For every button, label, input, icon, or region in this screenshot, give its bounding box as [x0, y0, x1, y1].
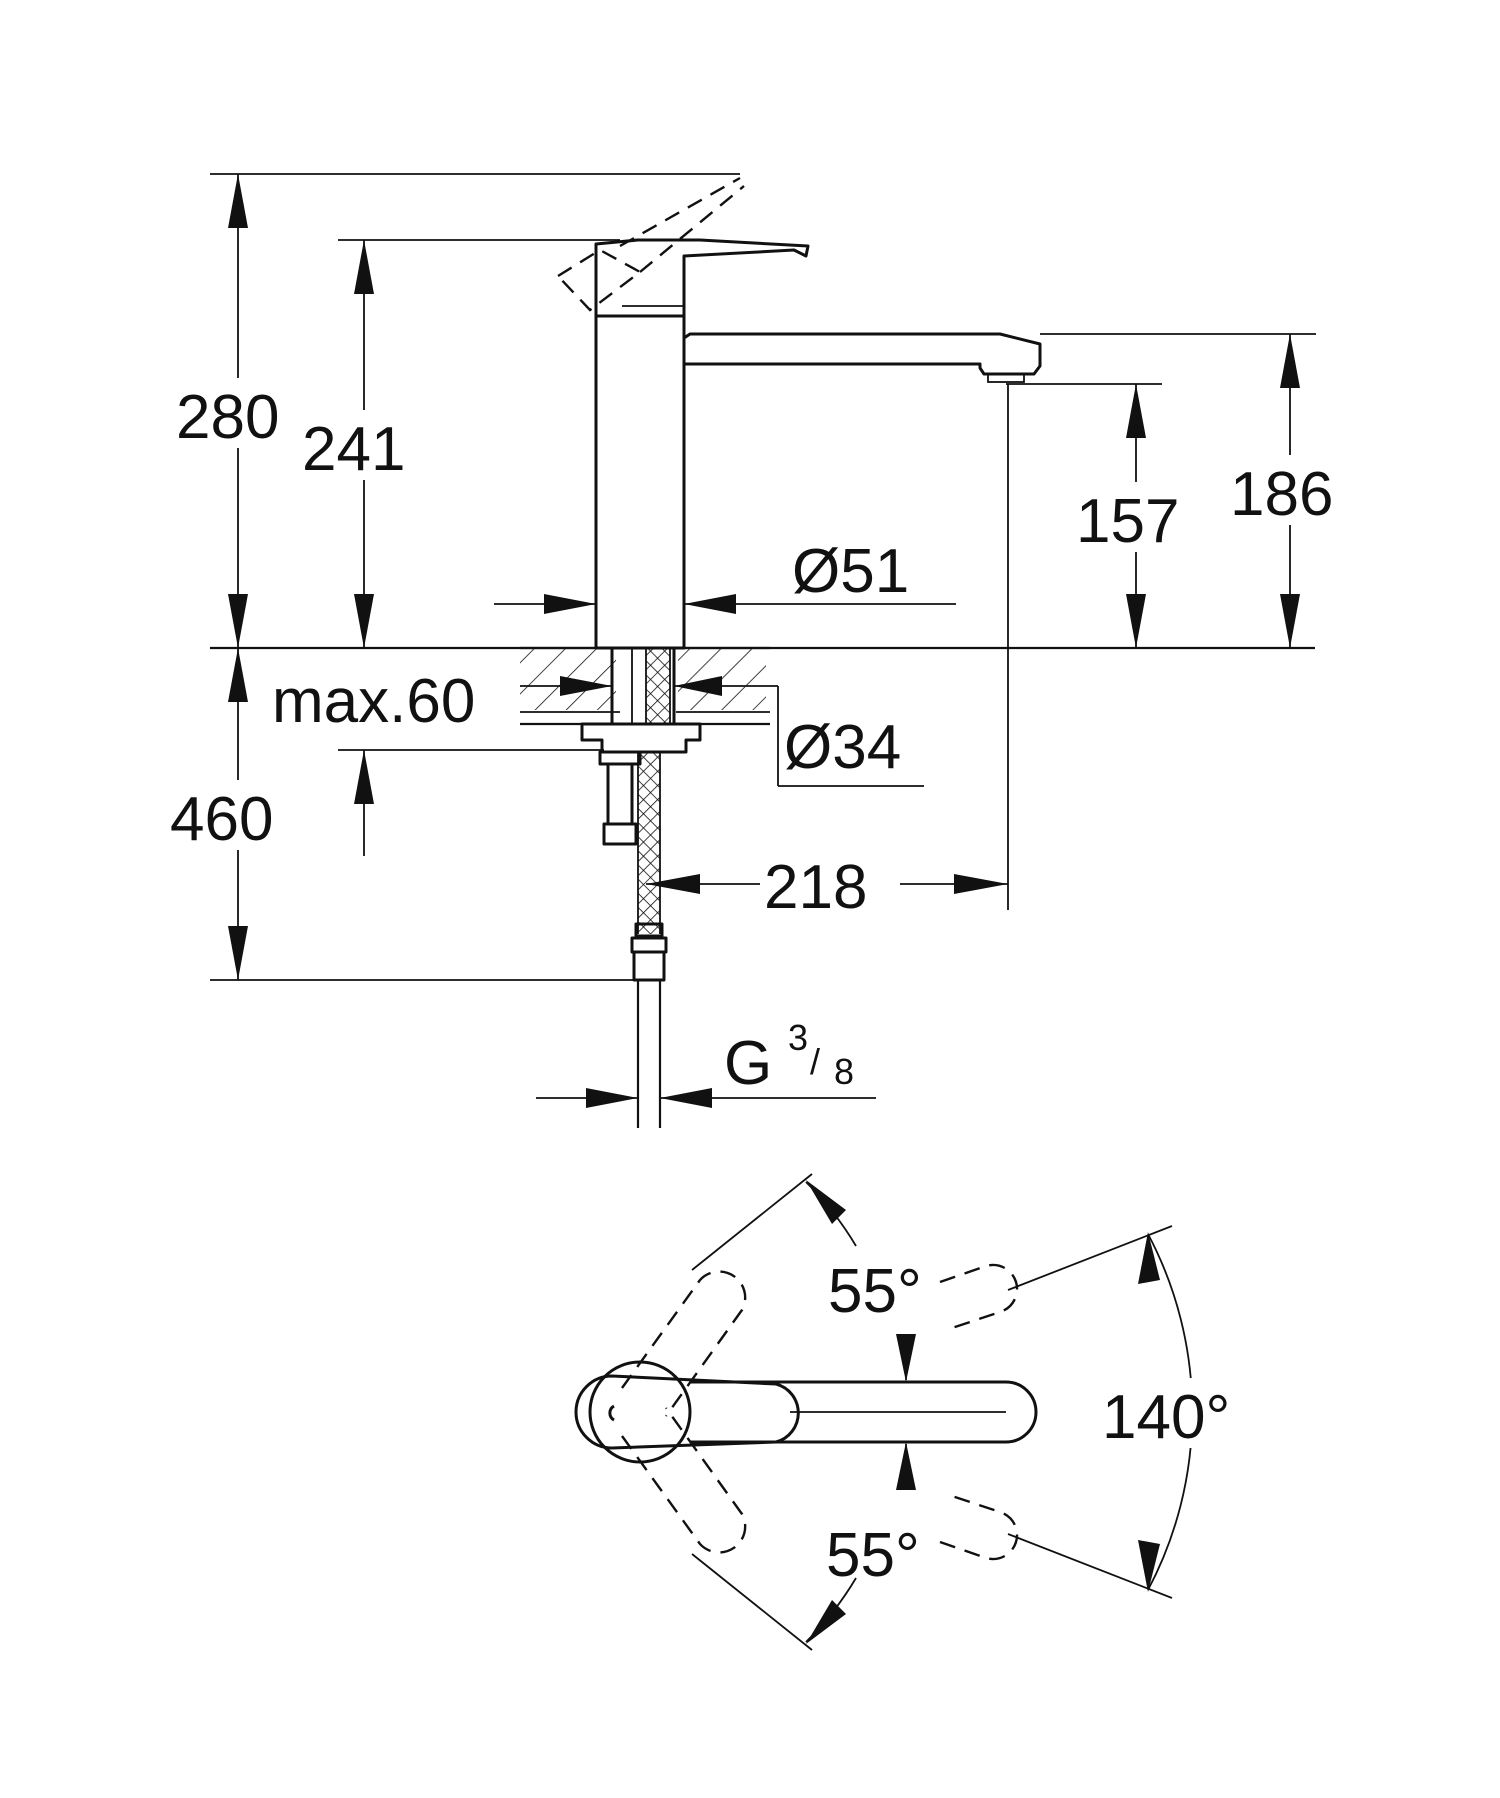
dim-o51-label: Ø51 — [792, 537, 909, 606]
thread-prefix-label: G — [724, 1029, 772, 1098]
lever-raised-outline — [556, 248, 643, 312]
top-view: 55° 55° 140° — [574, 1173, 1260, 1651]
lever-top-view — [574, 1374, 800, 1450]
dim-280-label: 280 — [176, 383, 279, 452]
dimension-lever-height: 241 — [300, 239, 620, 648]
dim-max60-label: max.60 — [272, 667, 475, 736]
angle-upper-label: 55° — [828, 1257, 922, 1326]
spout-top-view — [690, 1380, 1038, 1444]
dimension-deck-thickness: max.60 — [270, 667, 924, 787]
dimension-hose-length: 460 — [168, 648, 634, 981]
thread-slash-label: / — [810, 1041, 820, 1082]
thread-numerator-label: 3 — [788, 1017, 808, 1058]
lever-rotated-down — [621, 1407, 747, 1554]
angle-lower-label: 55° — [826, 1521, 920, 1590]
dim-218-label: 218 — [764, 853, 867, 922]
under-deck-fittings — [580, 646, 702, 1128]
dimension-spout-reach: 218 — [646, 384, 1009, 922]
dimension-thread-size: G 3 / 8 — [536, 1017, 876, 1108]
dim-241-label: 241 — [302, 415, 405, 484]
dimension-outlet-clearance: 157 — [1006, 383, 1196, 648]
spout-rotated-down — [939, 1494, 1019, 1561]
faucet-body — [556, 176, 1042, 650]
dimension-spout-height: 186 — [1040, 333, 1350, 648]
dim-460-label: 460 — [170, 785, 273, 854]
dim-o34-label: Ø34 — [784, 713, 901, 782]
spout-rotated-up — [939, 1263, 1019, 1330]
side-view: 280 241 186 157 — [168, 173, 1350, 1128]
dim-186-label: 186 — [1230, 460, 1333, 529]
dimension-total-height: 280 — [170, 173, 740, 648]
thread-denominator-label: 8 — [834, 1051, 854, 1092]
angle-total-label: 140° — [1102, 1383, 1230, 1452]
dim-157-label: 157 — [1076, 487, 1179, 556]
spout — [683, 332, 1042, 376]
lever-rotated-up — [621, 1270, 747, 1417]
braided-hose — [638, 752, 660, 934]
dimension-body-diameter: Ø51 — [494, 537, 956, 614]
